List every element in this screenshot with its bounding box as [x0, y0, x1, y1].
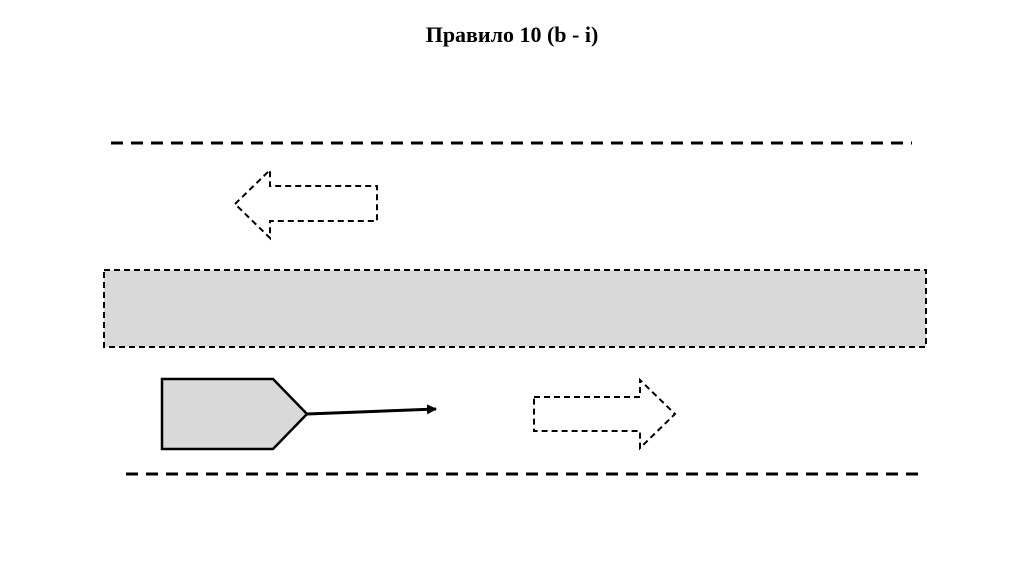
lane-direction-arrow-right — [533, 377, 677, 451]
slide-title: Правило 10 (b - i) — [425, 22, 599, 47]
separation-zone — [103, 269, 927, 348]
lane-direction-arrow-left — [233, 167, 378, 241]
vessel-heading-arrow — [306, 404, 437, 416]
vessel — [160, 377, 309, 451]
